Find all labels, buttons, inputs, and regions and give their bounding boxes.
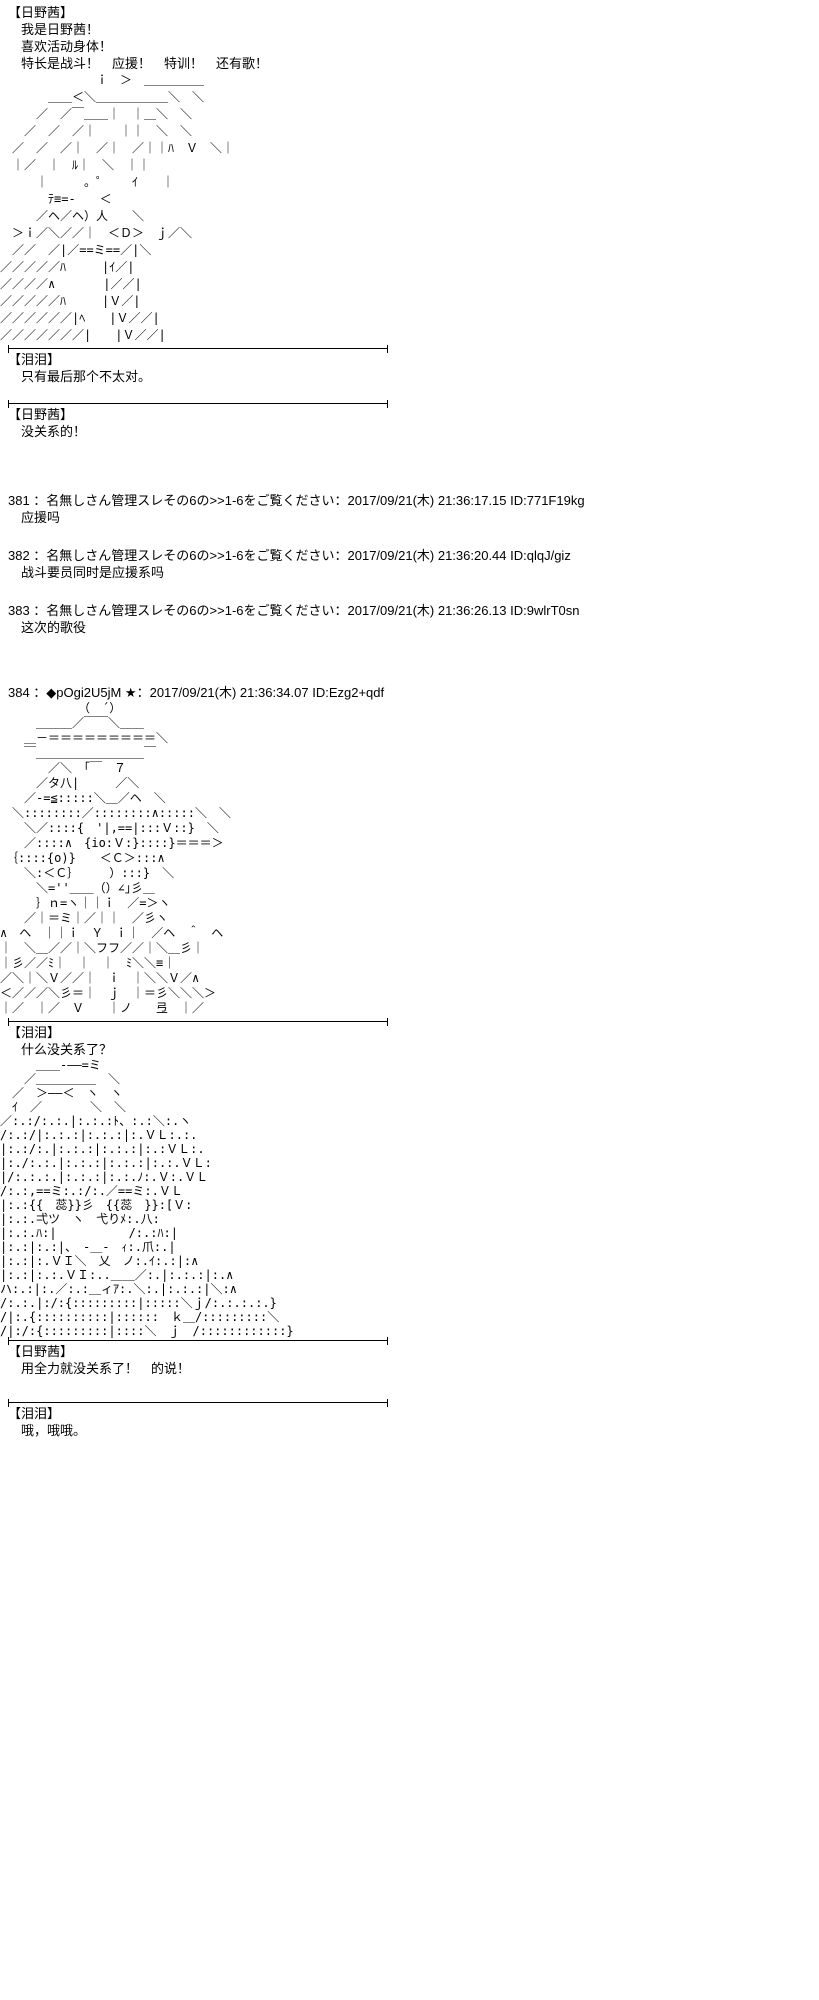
thread-page: 【日野茜】 我是日野茜！ 喜欢活动身体！ 特长是战斗！ 应援！ 特训！ 还有歌！… [0,0,819,1439]
post-header: 381 ：名無しさん管理スレその6の>>1-6をご覧ください：2017/09/2… [8,493,585,508]
dialogue-namida-3: 【泪泪】 哦，哦哦。 [8,1405,819,1439]
speaker-label: 【日野茜】 [8,407,74,422]
speaker-label: 【泪泪】 [8,1406,61,1421]
post-382: 382 ：名無しさん管理スレその6の>>1-6をご覧ください：2017/09/2… [8,547,819,581]
ascii-art-namida: ＿＿-――=ミ ／＿＿＿＿＿ ＼ ／ ＞――＜ ヽ ヽ ｲ ／ ＼ ＼ ／:.:… [0,1058,294,1338]
speaker-label: 【泪泪】 [8,352,61,367]
dialogue-line: 只有最后那个不太对。 [21,369,152,384]
post-body: 这次的歌役 [21,620,87,635]
speaker-label: 【泪泪】 [8,1025,61,1040]
post-383: 383 ：名無しさん管理スレその6の>>1-6をご覧ください：2017/09/2… [8,602,819,636]
dialogue-line: 我是日野茜！ [21,22,100,37]
dialogue-namida-1: 【泪泪】 只有最后那个不太对。 [8,351,819,385]
dialogue-line: 特长是战斗！ 应援！ 特训！ 还有歌！ [21,56,269,71]
speaker-label: 【日野茜】 [8,5,74,20]
post-separator [8,400,388,408]
post-header: 384 ：◆pOgi2U5jM ★：2017/09/21(木) 21:36:34… [8,685,385,700]
ascii-art-akane: ｉ ＞ ＿＿＿＿＿ ＿＿＜＼＿＿＿＿＿＿＼ ＼ ／ ／￣＿＿｜ ｜＿＼ ＼ ／ … [0,73,235,342]
speaker-label: 【日野茜】 [8,1344,74,1359]
post-body: 战斗要员同时是应援系吗 [21,565,165,580]
dialogue-line: 没关系的！ [21,424,87,439]
post-header: 383 ：名無しさん管理スレその6の>>1-6をご覧ください：2017/09/2… [8,603,580,618]
post-separator [8,1399,388,1407]
post-384: 384 ：◆pOgi2U5jM ★：2017/09/21(木) 21:36:34… [8,684,819,701]
post-body: 应援吗 [21,510,61,525]
ascii-art-narrator: （ ´） ＿＿＿／￣￣＼＿＿ ＿－＝＝＝＝＝＝＝＝＝＼ ￣＿＿＿＿＿＿＿＿＿￣ … [0,701,231,1015]
post-381: 381 ：名無しさん管理スレその6の>>1-6をご覧ください：2017/09/2… [8,492,819,526]
dialogue-akane-1: 【日野茜】 没关系的！ [8,406,819,440]
post-separator [8,345,388,353]
dialogue-line: 什么没关系了？ [21,1042,113,1057]
dialogue-akane-2: 【日野茜】 用全力就没关系了！ 的说！ [8,1343,819,1377]
dialogue-akane-intro: 【日野茜】 我是日野茜！ 喜欢活动身体！ 特长是战斗！ 应援！ 特训！ 还有歌！ [8,0,819,72]
post-separator [8,1018,388,1026]
dialogue-line: 哦，哦哦。 [21,1423,87,1438]
post-header: 382 ：名無しさん管理スレその6の>>1-6をご覧ください：2017/09/2… [8,548,571,563]
dialogue-line: 喜欢活动身体！ [21,39,113,54]
dialogue-namida-2: 【泪泪】 什么没关系了？ [8,1024,819,1058]
post-separator [8,1337,388,1345]
dialogue-line: 用全力就没关系了！ 的说！ [21,1361,191,1376]
